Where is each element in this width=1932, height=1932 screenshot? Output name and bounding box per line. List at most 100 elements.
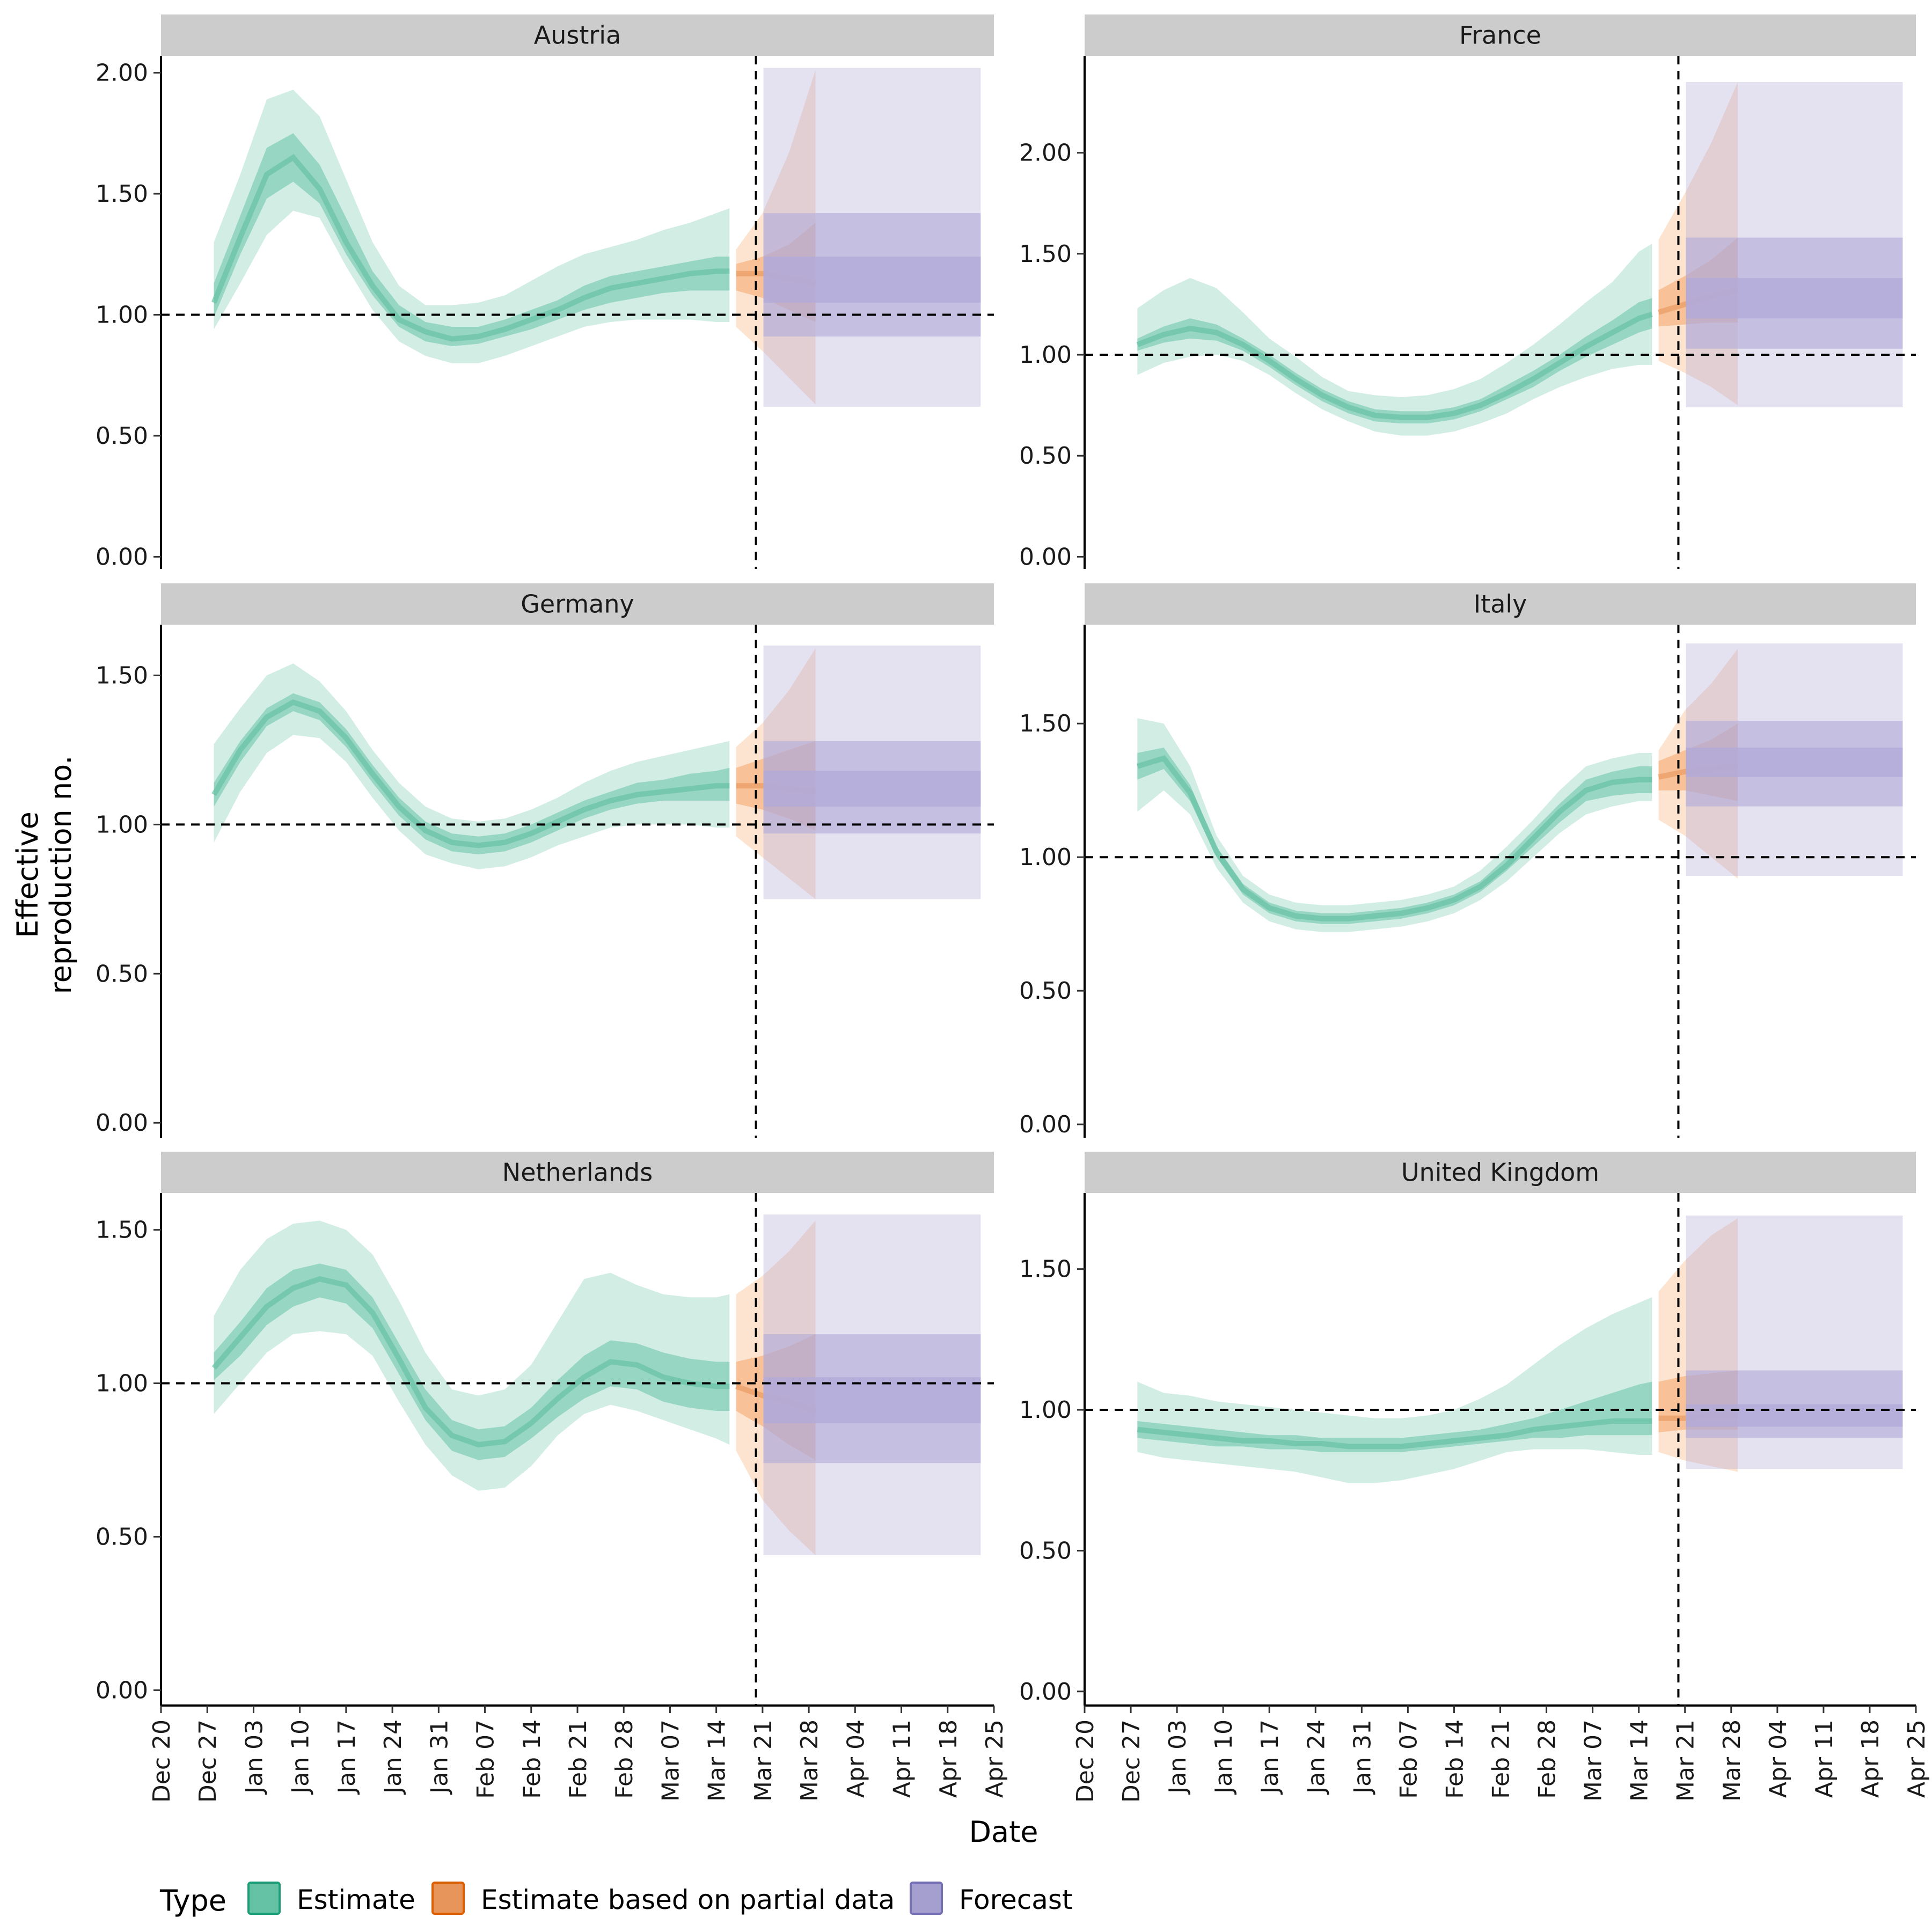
x-tick-label: Apr 25 — [981, 1719, 1008, 1798]
y-tick-label: 1.00 — [96, 302, 148, 329]
x-tick-label: Mar 14 — [704, 1719, 731, 1802]
y-tick-label: 1.50 — [96, 180, 148, 208]
x-tick-label: Apr 11 — [889, 1719, 916, 1798]
x-tick-label: Mar 14 — [1626, 1719, 1653, 1802]
y-tick-label: 1.00 — [1019, 1396, 1072, 1424]
x-tick-label: Jan 03 — [240, 1719, 268, 1795]
x-tick-label: Apr 18 — [1857, 1719, 1884, 1798]
x-tick-label: Apr 04 — [1765, 1719, 1792, 1798]
y-tick-label: 1.50 — [1019, 240, 1072, 268]
x-tick-label: Jan 03 — [1164, 1719, 1191, 1795]
facet-strip-label: Netherlands — [502, 1158, 653, 1187]
x-tick-label: Jan 31 — [426, 1719, 453, 1795]
legend-label-estimate: Estimate — [297, 1884, 415, 1915]
facet-strip — [161, 14, 994, 56]
legend-title: Type — [159, 1884, 226, 1918]
x-tick-label: Mar 07 — [1580, 1719, 1607, 1802]
x-tick-label: Jan 31 — [1349, 1719, 1376, 1795]
y-tick-label: 0.00 — [1019, 543, 1072, 570]
legend-key-partial — [431, 1882, 465, 1915]
estimate-median-line — [1136, 755, 1652, 921]
legend: Type Estimate Estimate based on partial … — [159, 1882, 1073, 1918]
forecast-band-20 — [763, 257, 981, 303]
x-tick-label: Feb 07 — [472, 1719, 500, 1799]
y-tick-label: 1.50 — [96, 1217, 148, 1244]
estimate-median-line — [211, 1276, 730, 1448]
estimate-median-line — [211, 153, 730, 342]
forecast-band-20 — [1686, 748, 1903, 777]
y-tick-label: 0.00 — [96, 1677, 148, 1704]
x-tick-label: Feb 21 — [565, 1719, 592, 1799]
y-axis-title-line-1: Effective — [11, 811, 45, 938]
y-tick-label: 0.00 — [1019, 1678, 1072, 1706]
estimate-band-90 — [214, 663, 730, 869]
estimate-band-90 — [214, 90, 730, 363]
legend-key-estimate — [247, 1882, 281, 1915]
x-tick-label: Feb 21 — [1488, 1719, 1515, 1799]
x-tick-label: Jan 10 — [1210, 1719, 1238, 1795]
estimate-band-50 — [1137, 1381, 1652, 1452]
y-axis-title-line-2: reproduction no. — [44, 756, 78, 994]
x-tick-label: Dec 20 — [1072, 1719, 1099, 1803]
x-tick-label: Mar 07 — [657, 1719, 684, 1802]
y-tick-label: 0.50 — [96, 1523, 148, 1550]
y-tick-label: 1.00 — [96, 811, 148, 838]
x-axis-title: Date — [969, 1815, 1038, 1849]
x-tick-label: Feb 07 — [1395, 1719, 1422, 1799]
y-tick-label: 2.00 — [1019, 140, 1072, 167]
y-tick-label: 0.50 — [96, 422, 148, 450]
y-tick-label: 0.50 — [1019, 1537, 1072, 1564]
estimate-median-line — [211, 699, 730, 848]
y-tick-label: 0.00 — [96, 543, 148, 570]
forecast-band-20 — [763, 1377, 981, 1423]
y-tick-label: 0.50 — [96, 960, 148, 987]
y-tick-label: 1.00 — [1019, 341, 1072, 369]
x-tick-label: Mar 21 — [750, 1719, 777, 1802]
x-tick-label: Feb 28 — [611, 1719, 638, 1799]
x-tick-label: Feb 14 — [518, 1719, 546, 1799]
facet-strip-label: Germany — [521, 590, 634, 619]
x-tick-label: Mar 28 — [1718, 1719, 1746, 1802]
x-tick-label: Dec 27 — [194, 1719, 222, 1803]
facet-strip-label: United Kingdom — [1401, 1158, 1599, 1187]
y-tick-label: 0.50 — [1019, 977, 1072, 1005]
x-tick-label: Jan 24 — [379, 1719, 407, 1795]
facet-strip-label: France — [1459, 21, 1541, 50]
legend-key-forecast — [910, 1882, 943, 1915]
x-tick-label: Apr 25 — [1903, 1719, 1930, 1798]
facet-strip — [1085, 14, 1916, 56]
y-axis-title: Effective reproduction no. — [11, 756, 78, 994]
x-tick-label: Jan 10 — [287, 1719, 314, 1795]
panel-france: France 0.00 0.50 1.00 1.50 2.00 — [1019, 14, 1916, 570]
x-tick-label: Apr 18 — [935, 1719, 962, 1798]
facet-strip — [1085, 1152, 1916, 1193]
x-tick-label: Feb 28 — [1534, 1719, 1561, 1799]
y-tick-label: 2.00 — [96, 60, 148, 87]
estimate-median-line — [1137, 1418, 1652, 1450]
x-tick-label: Jan 17 — [333, 1719, 361, 1795]
facet-strip — [1085, 583, 1916, 625]
legend-label-partial: Estimate based on partial data — [481, 1884, 895, 1915]
y-tick-label: 1.50 — [1019, 710, 1072, 737]
facet-strip — [161, 583, 994, 625]
estimate-band-90 — [1137, 718, 1652, 932]
y-tick-label: 1.00 — [96, 1370, 148, 1397]
y-tick-label: 0.50 — [1019, 442, 1072, 470]
facet-strip-label: Italy — [1474, 590, 1527, 619]
facet-strip — [161, 1152, 994, 1193]
forecast-band-20 — [1686, 1404, 1903, 1427]
x-tick-label: Jan 24 — [1302, 1719, 1330, 1795]
x-tick-label: Apr 11 — [1811, 1719, 1838, 1798]
y-tick-label: 1.00 — [1019, 844, 1072, 871]
estimate-median-line — [1136, 311, 1653, 420]
y-tick-label: 1.50 — [96, 662, 148, 689]
x-tick-label: Feb 14 — [1441, 1719, 1468, 1799]
forecast-band-20 — [763, 771, 981, 807]
x-tick-label: Mar 21 — [1672, 1719, 1700, 1802]
